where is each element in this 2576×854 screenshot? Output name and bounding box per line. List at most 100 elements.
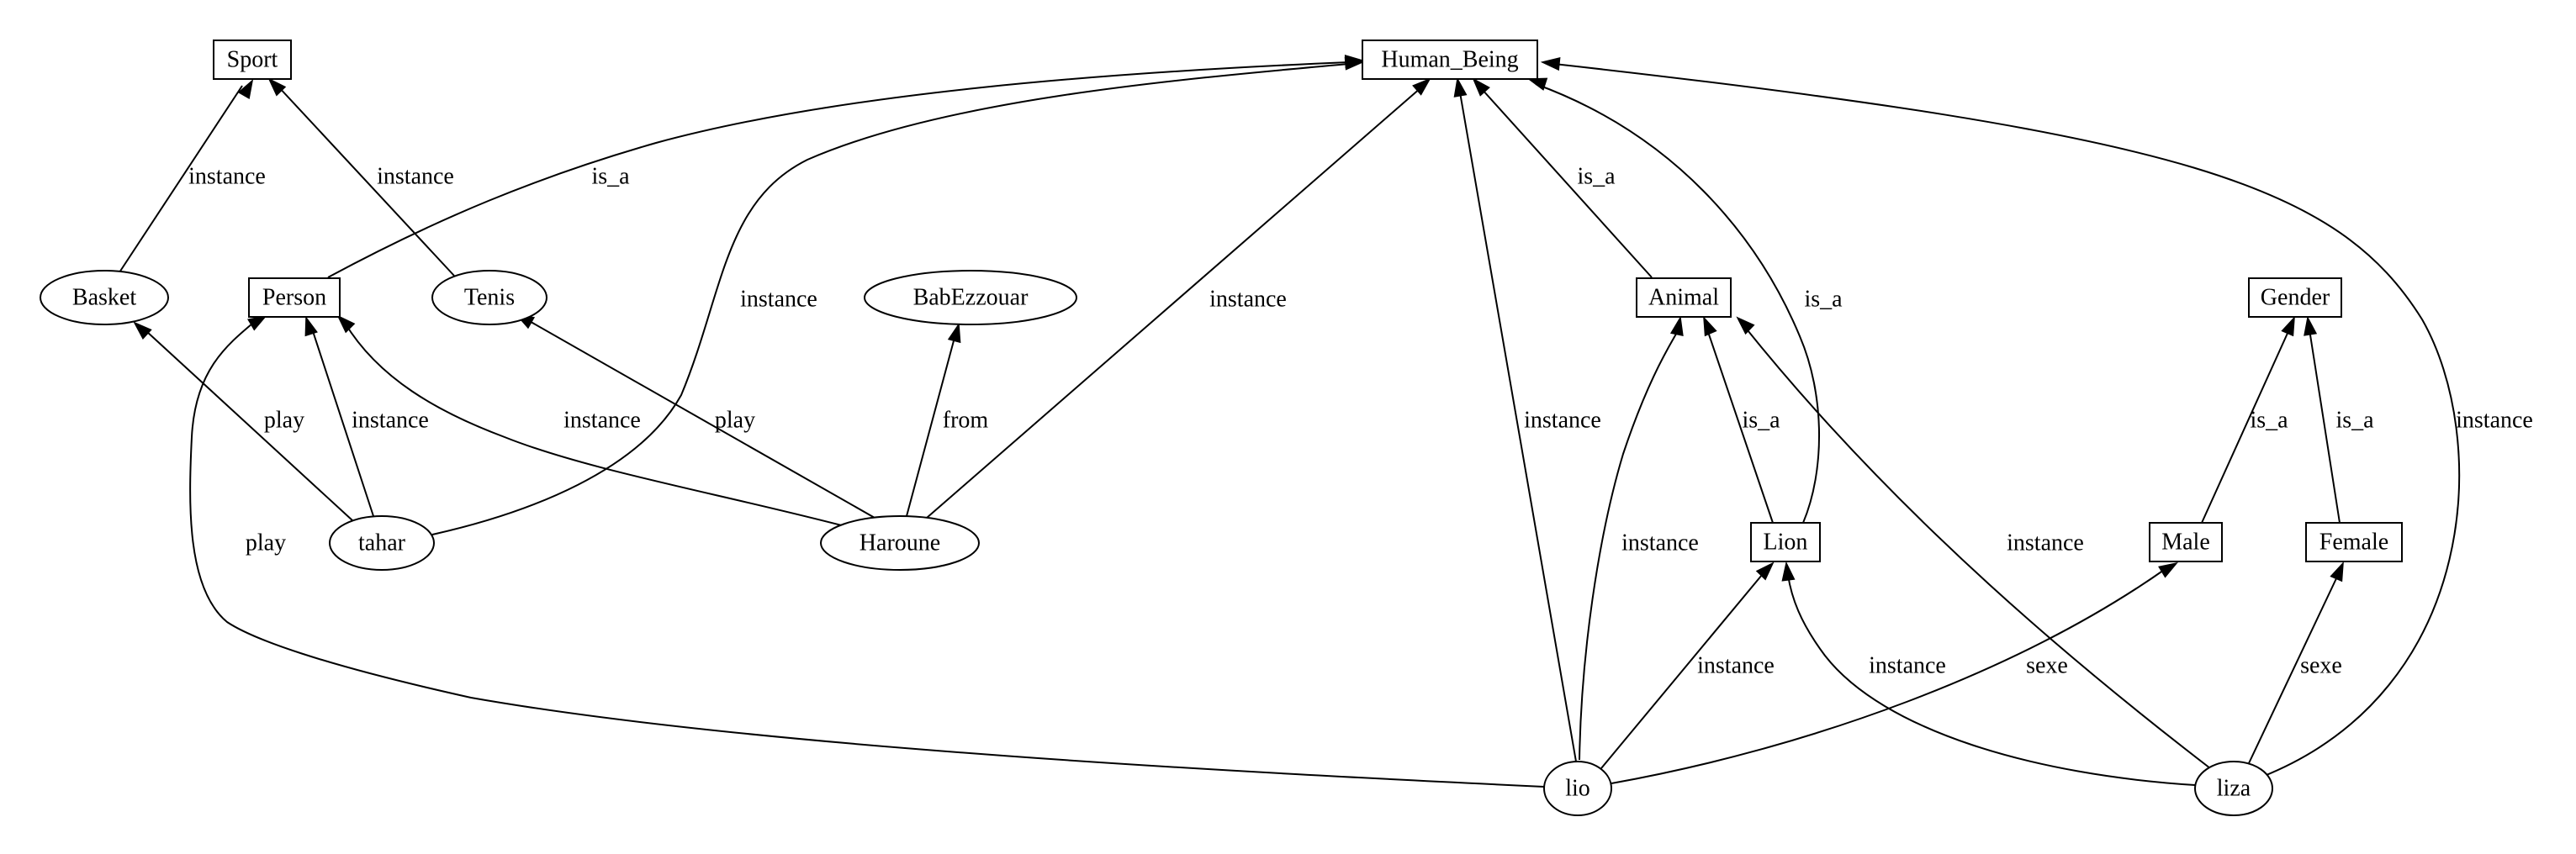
edge-lio-to-human-being: instance: [1453, 76, 1601, 762]
arrowhead-icon: [1669, 315, 1684, 336]
edge-label: is_a: [2250, 408, 2288, 434]
edge-haroune-to-babezzouar: from: [906, 322, 989, 517]
edge-lio-to-male: sexe: [1611, 561, 2178, 784]
arrowhead-icon: [1781, 561, 1796, 582]
node-label: Tenis: [464, 285, 515, 311]
edge-line: [189, 319, 1545, 788]
node-haroune: Haroune: [820, 515, 980, 571]
arrowhead-icon: [1526, 77, 1548, 91]
node-box: [2248, 277, 2342, 318]
edge-label: instance: [188, 164, 266, 190]
node-label: tahar: [358, 530, 406, 556]
edge-label: is_a: [1742, 408, 1780, 434]
edge-lio-to-animal: instance: [1579, 315, 1699, 761]
arrowhead-icon: [133, 321, 152, 340]
node-label: lio: [1565, 776, 1590, 802]
edge-line: [926, 87, 1422, 519]
arrowhead-icon: [1703, 315, 1717, 337]
edge-lion-to-animal: is_a: [1703, 315, 1780, 524]
edge-label: is_a: [591, 164, 630, 190]
node-ellipse: [40, 270, 169, 325]
edge-label: instance: [740, 287, 817, 313]
node-box: [1362, 40, 1538, 80]
node-label: Animal: [1648, 285, 1719, 311]
edge-line: [2248, 574, 2339, 764]
node-ellipse: [1543, 761, 1612, 816]
node-label: Haroune: [860, 530, 940, 556]
edge-line: [1611, 567, 2167, 784]
edge-line: [1706, 329, 1774, 524]
edge-label: from: [943, 408, 989, 434]
edge-line: [1535, 83, 1820, 524]
node-box: [213, 40, 292, 80]
edge-liza-to-lion: instance: [1781, 561, 2196, 786]
arrowhead-icon: [1472, 77, 1490, 97]
arrowhead-icon: [237, 79, 254, 100]
edge-line: [1459, 92, 1577, 762]
edge-liza-to-animal: instance: [1736, 316, 2211, 769]
arrowhead-icon: [2281, 315, 2295, 337]
edge-lio-to-lion: instance: [1600, 561, 1775, 769]
node-label: BabEzzouar: [913, 285, 1029, 311]
arrowhead-icon: [947, 322, 961, 344]
node-lio: lio: [1543, 761, 1612, 816]
edge-line: [1743, 325, 2211, 769]
node-basket: Basket: [40, 270, 169, 325]
edge-male-to-gender: is_a: [2201, 315, 2295, 524]
edge-line: [431, 63, 1350, 535]
edge-liza-to-human-being: instance: [1540, 57, 2533, 778]
node-tahar: tahar: [329, 515, 435, 571]
node-gender: Gender: [2248, 277, 2342, 318]
node-ellipse: [864, 270, 1077, 325]
edge-animal-to-human-being: is_a: [1472, 77, 1653, 278]
node-label: Human_Being: [1381, 47, 1518, 73]
edge-line: [1553, 63, 2460, 778]
node-box: [1636, 277, 1732, 318]
edge-line: [344, 322, 852, 529]
edge-haroune-to-tenis: play: [515, 313, 875, 519]
edge-label: play: [715, 408, 755, 434]
edge-line: [145, 330, 354, 522]
arrowhead-icon: [1736, 316, 1755, 335]
node-label: Basket: [72, 285, 136, 311]
arrowhead-icon: [1540, 57, 1561, 71]
edge-line: [119, 85, 243, 273]
edge-basket-to-sport: instance: [119, 79, 266, 273]
arrowhead-icon: [1344, 56, 1365, 71]
edge-line: [1481, 88, 1653, 278]
arrowhead-icon: [304, 315, 318, 337]
arrowhead-icon: [247, 314, 267, 331]
node-animal: Animal: [1636, 277, 1732, 318]
edge-line: [1579, 329, 1679, 761]
edge-label: instance: [1697, 653, 1775, 679]
edge-tahar-to-human-being: instance: [431, 56, 1365, 535]
node-ellipse: [820, 515, 980, 571]
arrowhead-icon: [1412, 77, 1431, 96]
edge-line: [277, 85, 455, 277]
edge-label: instance: [1869, 653, 1946, 679]
node-label: Gender: [2261, 285, 2330, 311]
edge-line: [1600, 569, 1767, 769]
edge-line: [310, 325, 374, 517]
arrowhead-icon: [1453, 76, 1468, 98]
edge-female-to-gender: is_a: [2304, 315, 2374, 524]
node-lion: Lion: [1750, 522, 1821, 562]
edge-line: [906, 334, 956, 517]
edge-label: instance: [1524, 408, 1601, 434]
edge-lion-to-human-being: is_a: [1526, 77, 1843, 524]
node-label: Female: [2319, 530, 2388, 556]
edge-person-to-human-being: is_a: [327, 54, 1365, 278]
edge-label: sexe: [2300, 653, 2342, 679]
edge-line: [1787, 574, 2196, 786]
arrowhead-icon: [2330, 561, 2344, 583]
edge-label: is_a: [2335, 408, 2374, 434]
edge-label: play: [264, 408, 304, 434]
edge-label: play: [246, 530, 286, 556]
edge-label: instance: [2007, 530, 2084, 556]
edge-label: instance: [377, 164, 454, 190]
edge-label: sexe: [2026, 653, 2068, 679]
node-human-being: Human_Being: [1362, 40, 1538, 80]
